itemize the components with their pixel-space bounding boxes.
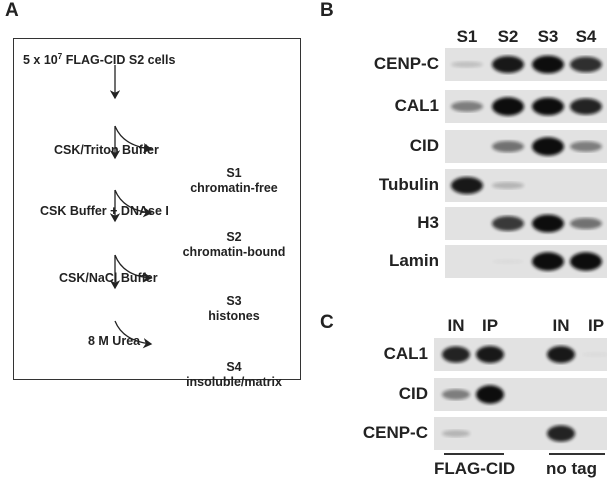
arrow-branch-s4 — [114, 320, 153, 349]
start-cells: 5 x 107 FLAG-CID S2 cells — [23, 52, 175, 67]
band-lamin-s4 — [570, 252, 602, 271]
band-cid-s3 — [532, 137, 564, 156]
band-cenp-c-s2 — [492, 55, 524, 74]
blot-strip-cenp-c — [445, 48, 607, 81]
fraction-s3-desc: histones — [208, 309, 260, 323]
fraction-s4-id: S4 — [226, 360, 242, 374]
row-label-cenp-c: CENP-C — [362, 422, 428, 442]
row-label-cal1: CAL1 — [394, 95, 439, 115]
row-label-h3: H3 — [417, 212, 439, 232]
band-lamin-s3 — [532, 252, 564, 271]
fraction-s1-id: S1 — [226, 166, 242, 180]
band-tubulin-s1 — [451, 176, 483, 195]
band-cenp-c-in — [442, 430, 470, 437]
band-cal1-in — [547, 345, 575, 364]
lane-label-s2: S2 — [497, 27, 519, 46]
band-cenp-c-in — [547, 425, 575, 442]
row-label-cenp-c: CENP-C — [373, 53, 439, 73]
lane-label-s1: S1 — [456, 27, 478, 46]
blot-strip-cid — [434, 378, 607, 411]
band-cal1-ip — [582, 352, 607, 356]
fraction-s2-id: S2 — [226, 230, 242, 244]
lane-label-ip: IP — [587, 316, 605, 335]
blot-strip-cal1 — [434, 338, 607, 371]
band-cal1-s4 — [570, 98, 602, 115]
band-cal1-s3 — [532, 97, 564, 116]
band-cal1-s2 — [492, 97, 524, 116]
step-csk-dnase: CSK Buffer + DNAse I — [40, 204, 169, 218]
blot-strip-tubulin — [445, 169, 607, 202]
panel-b-label: B — [320, 0, 334, 21]
band-cenp-c-s3 — [532, 55, 564, 74]
lane-label-in: IN — [552, 316, 570, 335]
band-cid-in — [442, 389, 470, 400]
blot-strip-cenp-c — [434, 417, 607, 450]
start-exponent: 7 — [57, 52, 63, 61]
lane-label-s4: S4 — [575, 27, 597, 46]
panel-a-label: A — [5, 0, 19, 21]
group-label-flag-cid: FLAG-CID — [434, 459, 516, 478]
arrow-branch-s3 — [114, 254, 153, 283]
start-text: 5 x 10 — [23, 53, 58, 68]
row-label-cid: CID — [409, 135, 439, 155]
fraction-s2-desc: chromatin-bound — [182, 245, 286, 259]
band-lamin-s2 — [492, 259, 524, 263]
lane-label-ip: IP — [481, 316, 499, 335]
row-label-cal1: CAL1 — [383, 343, 428, 363]
band-cid-ip — [476, 385, 504, 404]
blot-strip-h3 — [445, 207, 607, 240]
band-cid-s4 — [570, 141, 602, 152]
row-label-cid: CID — [398, 383, 428, 403]
blot-strip-lamin — [445, 245, 607, 278]
lane-label-in: IN — [447, 316, 465, 335]
fraction-s4-desc: insoluble/matrix — [186, 375, 282, 389]
start-text-rest: FLAG-CID S2 cells — [62, 53, 176, 68]
arrow-branch-s1 — [114, 125, 153, 154]
step-csk-triton: CSK/Triton Buffer — [54, 143, 159, 157]
flow-arrows — [109, 65, 153, 349]
band-cenp-c-s1 — [451, 61, 483, 68]
band-cid-s2 — [492, 140, 524, 153]
band-h3-s4 — [570, 217, 602, 230]
fraction-s3-id: S3 — [226, 294, 242, 308]
band-h3-s3 — [532, 214, 564, 233]
fractionation-flowchart: 5 x 107 FLAG-CID S2 cells CSK/Triton Buf… — [13, 38, 301, 389]
band-cal1-s1 — [451, 101, 483, 112]
lane-label-s3: S3 — [537, 27, 559, 46]
group-underline-no-tag — [549, 453, 605, 455]
blot-strip-cid — [445, 130, 607, 163]
band-cenp-c-s4 — [570, 56, 602, 73]
band-cal1-in — [442, 346, 470, 363]
row-label-tubulin: Tubulin — [378, 174, 439, 194]
band-h3-s2 — [492, 216, 524, 231]
blot-strip-cal1 — [445, 90, 607, 123]
band-cal1-ip — [476, 345, 504, 364]
group-label-no-tag: no tag — [546, 459, 597, 478]
row-label-lamin: Lamin — [388, 250, 439, 270]
panel-c-label: C — [320, 312, 334, 333]
step-urea: 8 M Urea — [88, 334, 141, 348]
band-tubulin-s2 — [492, 182, 524, 189]
arrow-branch-s2 — [114, 189, 153, 218]
group-underline-flag-cid — [444, 453, 504, 455]
fraction-s1-desc: chromatin-free — [190, 181, 278, 195]
